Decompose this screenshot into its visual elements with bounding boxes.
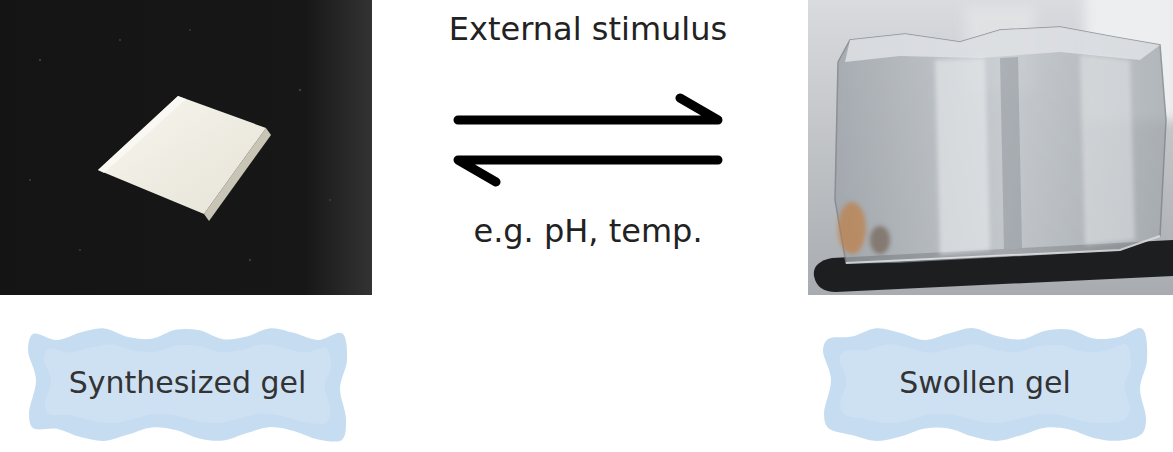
brush-stroke-fill xyxy=(44,344,331,424)
gel-reflection xyxy=(838,202,866,254)
stimulus-label: e.g. pH, temp. xyxy=(473,212,702,250)
gel-panel: Swollen gel xyxy=(808,0,1173,450)
brush-stroke-fill xyxy=(839,344,1131,423)
photo-background xyxy=(0,0,372,295)
brush-stroke-fill xyxy=(823,328,1147,441)
gel-label: Synthesized gel xyxy=(69,365,307,400)
label-patch: Synthesized gel xyxy=(25,320,350,444)
gel-shadow xyxy=(1000,57,1022,249)
swollen-gel xyxy=(835,27,1166,263)
stimulus-label-box: External stimulus xyxy=(338,10,838,48)
gel-highlight xyxy=(1080,55,1135,245)
gel-highlight xyxy=(98,96,186,173)
gel-edge-highlight xyxy=(846,236,1160,263)
gel-highlight xyxy=(935,58,990,255)
brush-stroke-fill xyxy=(28,328,347,441)
gel-panel: Synthesized gel xyxy=(0,0,372,450)
synthesized-gel xyxy=(98,96,266,214)
gel-top-face xyxy=(845,27,1160,62)
label-patch: Swollen gel xyxy=(820,320,1150,444)
equilibrium-arrow xyxy=(458,98,718,120)
stimulus-label: External stimulus xyxy=(449,10,727,48)
gel-label: Swollen gel xyxy=(899,365,1070,400)
photo-background xyxy=(808,0,1173,295)
stimulus-label-box: e.g. pH, temp. xyxy=(338,212,838,250)
photo-speckles xyxy=(29,29,331,261)
gel-reflection xyxy=(870,226,890,254)
equilibrium-arrow xyxy=(458,160,718,182)
